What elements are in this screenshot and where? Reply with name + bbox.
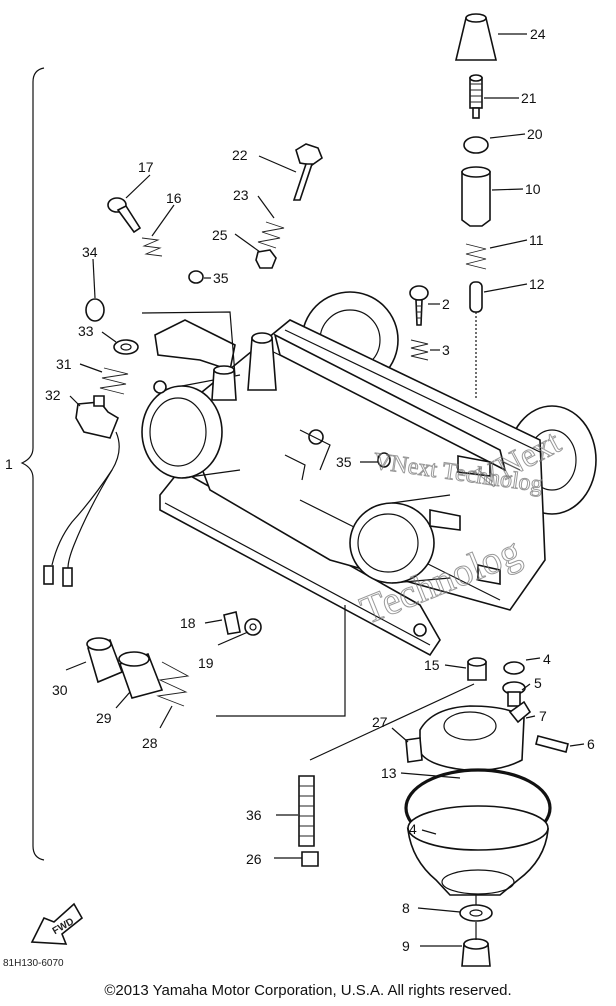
callout-23: 23 — [233, 187, 249, 203]
part-8-gasket — [459, 904, 493, 922]
callout-11: 11 — [529, 232, 544, 248]
callout-15: 15 — [424, 657, 440, 673]
callout-21: 21 — [521, 90, 537, 106]
callout-32: 32 — [45, 387, 61, 403]
callout-4-bowl: 4 — [409, 821, 417, 837]
callout-2: 2 — [442, 296, 450, 312]
carburetor-exploded-diagram: 24 21 20 10 11 12 2 3 22 23 25 17 16 34 … — [3, 13, 597, 969]
part-20-nut — [463, 136, 489, 154]
callout-7: 7 — [539, 708, 547, 724]
part-7-float — [419, 705, 525, 772]
part-31-spring — [99, 367, 129, 395]
part-25-nut — [255, 249, 277, 269]
callout-28: 28 — [142, 735, 158, 751]
part-26-plug — [301, 851, 319, 867]
part-28-spring — [156, 661, 190, 707]
part-21-adjuster — [469, 77, 483, 109]
part-16-spring — [141, 237, 163, 257]
callout-9: 9 — [402, 938, 410, 954]
throttle-linkage-bar — [273, 333, 507, 472]
part-18-pin — [223, 611, 241, 635]
figure-code: 81H130-6070 — [3, 958, 64, 969]
part-23-spring — [257, 221, 285, 249]
callout-5: 5 — [534, 675, 542, 691]
callout-25: 25 — [212, 227, 228, 243]
fwd-arrow-icon: FWD — [30, 902, 84, 945]
part-34-plug — [85, 298, 105, 322]
callout-13: 13 — [381, 765, 397, 781]
part-6-pin — [535, 735, 569, 753]
callout-8: 8 — [402, 900, 410, 916]
callout-12: 12 — [529, 276, 545, 292]
leader-lines — [65, 33, 585, 947]
part-33-washer — [113, 339, 139, 355]
callout-29: 29 — [96, 710, 112, 726]
callout-3: 3 — [442, 342, 450, 358]
callout-35-top: 35 — [213, 270, 229, 286]
copyright-notice: ©2013 Yamaha Motor Corporation, U.S.A. A… — [104, 982, 512, 999]
carburetor-body — [141, 291, 597, 657]
callout-22: 22 — [232, 147, 248, 163]
callout-10: 10 — [525, 181, 541, 197]
callout-17: 17 — [138, 159, 154, 175]
callout-6: 6 — [587, 736, 595, 752]
part-32-switch — [75, 401, 119, 439]
part-36-tube — [298, 775, 315, 847]
callout-36: 36 — [246, 807, 262, 823]
part-22-screw — [295, 143, 323, 166]
body-block — [179, 319, 546, 611]
part-32-wire — [51, 431, 120, 566]
assembly-bracket — [20, 67, 45, 861]
part-10-cap — [461, 171, 491, 227]
callout-labels: 24 21 20 10 11 12 2 3 22 23 25 17 16 34 … — [5, 26, 595, 954]
top-bracket-plate — [154, 319, 236, 372]
left-intake-bore — [141, 385, 223, 479]
part-27-screw — [405, 737, 423, 763]
part-35-oring — [188, 270, 204, 284]
part-3-spring — [410, 339, 429, 361]
top-fitting — [247, 337, 277, 391]
callout-16: 16 — [166, 190, 182, 206]
part-2-screw — [409, 285, 429, 301]
callout-30: 30 — [52, 682, 68, 698]
callout-35-mid: 35 — [336, 454, 352, 470]
part-12-plunger — [469, 281, 483, 313]
callout-27: 27 — [372, 714, 388, 730]
part-11-spring — [465, 243, 487, 270]
part-35-oring-b — [377, 452, 391, 468]
callout-20: 20 — [527, 126, 543, 142]
callout-24: 24 — [530, 26, 546, 42]
callout-18: 18 — [180, 615, 196, 631]
part-24-cap — [454, 17, 498, 61]
part-4-washer — [503, 661, 525, 675]
callout-33: 33 — [78, 323, 94, 339]
callout-31: 31 — [56, 356, 72, 372]
fwd-label: FWD — [51, 916, 76, 937]
callout-1: 1 — [5, 456, 13, 472]
callout-26: 26 — [246, 851, 262, 867]
callout-4-washer: 4 — [543, 651, 551, 667]
part-19-washer — [244, 618, 262, 636]
callout-34: 34 — [82, 244, 98, 260]
callout-19: 19 — [198, 655, 214, 671]
